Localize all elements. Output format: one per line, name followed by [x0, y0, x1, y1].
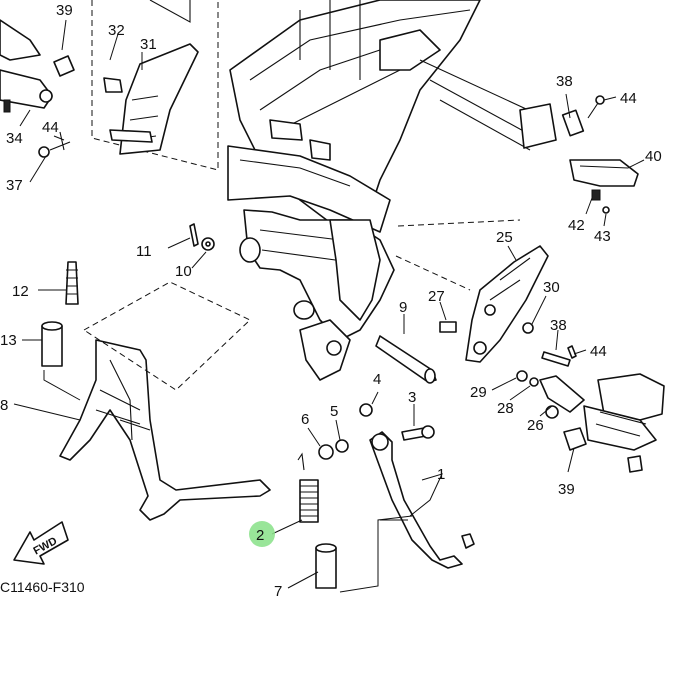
hardware-parts [41, 223, 577, 460]
callout-27: 27 [428, 288, 445, 305]
footrest-bracket [465, 245, 549, 363]
callout-6: 6 [301, 411, 309, 428]
highlight-marker [249, 521, 275, 547]
callout-11: 11 [136, 243, 152, 260]
center-stand [59, 281, 271, 521]
fwd-direction-arrow: FWD [13, 521, 69, 565]
callout-labels: 1 2 3 4 5 6 7 8 9 10 11 12 13 25 26 27 2… [0, 2, 662, 600]
side-stand-spring [297, 452, 413, 593]
callout-25: 25 [496, 229, 513, 246]
callout-8: 8 [0, 397, 8, 414]
leader-lines [13, 19, 645, 589]
callout-5: 5 [330, 403, 338, 420]
figure-code: C11460-F310 [0, 579, 85, 595]
callout-4: 4 [373, 371, 381, 388]
right-rear-footrest-assembly [561, 95, 639, 214]
callout-2: 2 [256, 527, 264, 544]
callout-39-upper: 39 [56, 2, 73, 19]
callout-32: 32 [108, 22, 125, 39]
callout-39-lower: 39 [558, 481, 575, 498]
callout-3: 3 [408, 389, 416, 406]
right-footrest-peg [539, 373, 665, 473]
callout-44-lower-right: 44 [590, 343, 607, 360]
rear-footrest-detail-panel [0, 0, 219, 171]
callout-10: 10 [175, 263, 192, 280]
callout-44-left: 44 [42, 119, 59, 136]
callout-43: 43 [594, 228, 611, 245]
callout-13: 13 [0, 332, 17, 349]
callout-9: 9 [399, 299, 407, 316]
callout-7: 7 [274, 583, 282, 600]
callout-31: 31 [140, 36, 157, 53]
callout-34: 34 [6, 130, 23, 147]
callout-38-upper: 38 [556, 73, 573, 90]
callout-12: 12 [12, 283, 29, 300]
callout-28: 28 [497, 400, 514, 417]
callout-26: 26 [527, 417, 544, 434]
main-frame [227, 0, 557, 381]
callout-42: 42 [568, 217, 585, 234]
callout-29: 29 [470, 384, 487, 401]
callout-44-upper-right: 44 [620, 90, 637, 107]
callout-38-lower: 38 [550, 317, 567, 334]
side-stand [369, 431, 475, 569]
callout-1: 1 [437, 466, 445, 483]
callout-37: 37 [6, 177, 23, 194]
callout-40: 40 [645, 148, 662, 165]
callout-30: 30 [543, 279, 560, 296]
